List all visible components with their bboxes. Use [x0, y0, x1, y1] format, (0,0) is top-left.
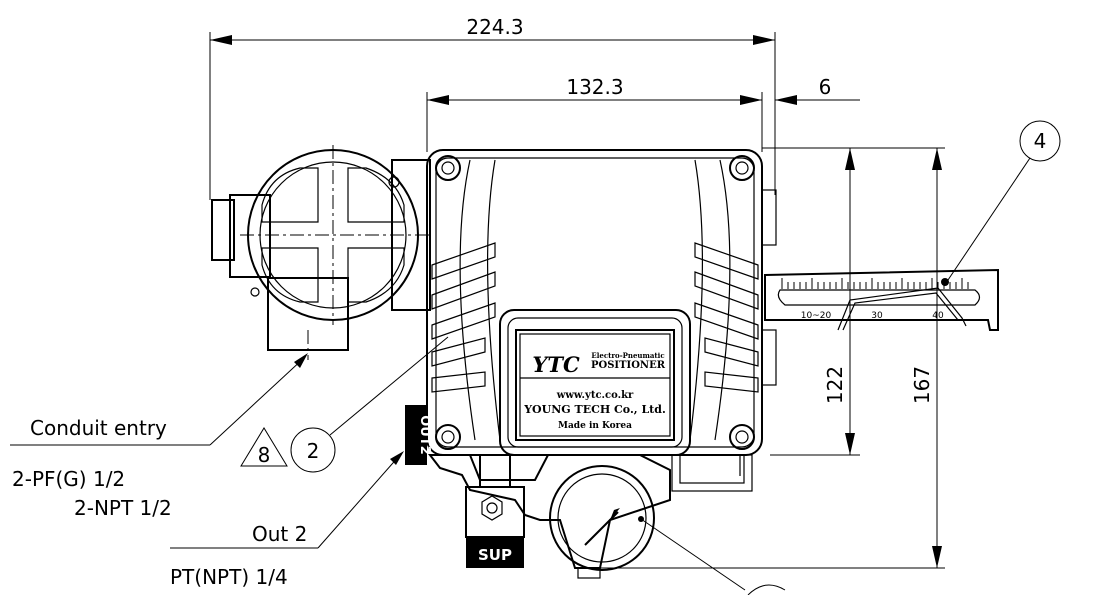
bottom-manifold — [405, 405, 671, 579]
callout-leaders — [10, 120, 1061, 595]
conduit-cap-assembly — [211, 145, 431, 360]
nameplate-product-line2: POSITIONER — [591, 360, 666, 371]
nameplate — [499, 309, 691, 456]
conduit-spec-2: 2-NPT 1/2 — [74, 496, 172, 520]
dim-height-overall: 167 — [910, 366, 934, 404]
dim-offset: 6 — [819, 75, 832, 99]
dim-body-width: 132.3 — [566, 75, 623, 99]
conduit-spec-1: 2-PF(G) 1/2 — [12, 467, 125, 491]
feedback-lever — [764, 268, 999, 331]
out2-spec: PT(NPT) 1/4 — [170, 565, 288, 589]
balloon-4: 4 — [1034, 129, 1047, 153]
sup-port-label: SUP — [478, 546, 512, 564]
balloon-2: 2 — [307, 439, 320, 463]
triangle-8: 8 — [258, 443, 271, 467]
nameplate-logo: YTC — [532, 352, 580, 377]
nameplate-website: www.ytc.co.kr — [556, 390, 634, 401]
nameplate-company: YOUNG TECH Co., Ltd. — [523, 403, 666, 416]
dimension-lines — [209, 32, 945, 569]
scale-label-40: 40 — [932, 311, 944, 321]
nameplate-origin: Made in Korea — [558, 421, 632, 431]
out2-label: Out 2 — [252, 522, 307, 546]
scale-label-10-20: 10~20 — [801, 311, 832, 321]
nameplate-product-line1: Electro-Pneumatic — [591, 351, 664, 360]
out2-port-label: OUT2 — [417, 415, 432, 455]
scale-label-30: 30 — [871, 311, 883, 321]
dim-overall-width: 224.3 — [466, 15, 523, 39]
conduit-label: Conduit entry — [30, 416, 167, 440]
dim-height-inner: 122 — [823, 366, 847, 404]
